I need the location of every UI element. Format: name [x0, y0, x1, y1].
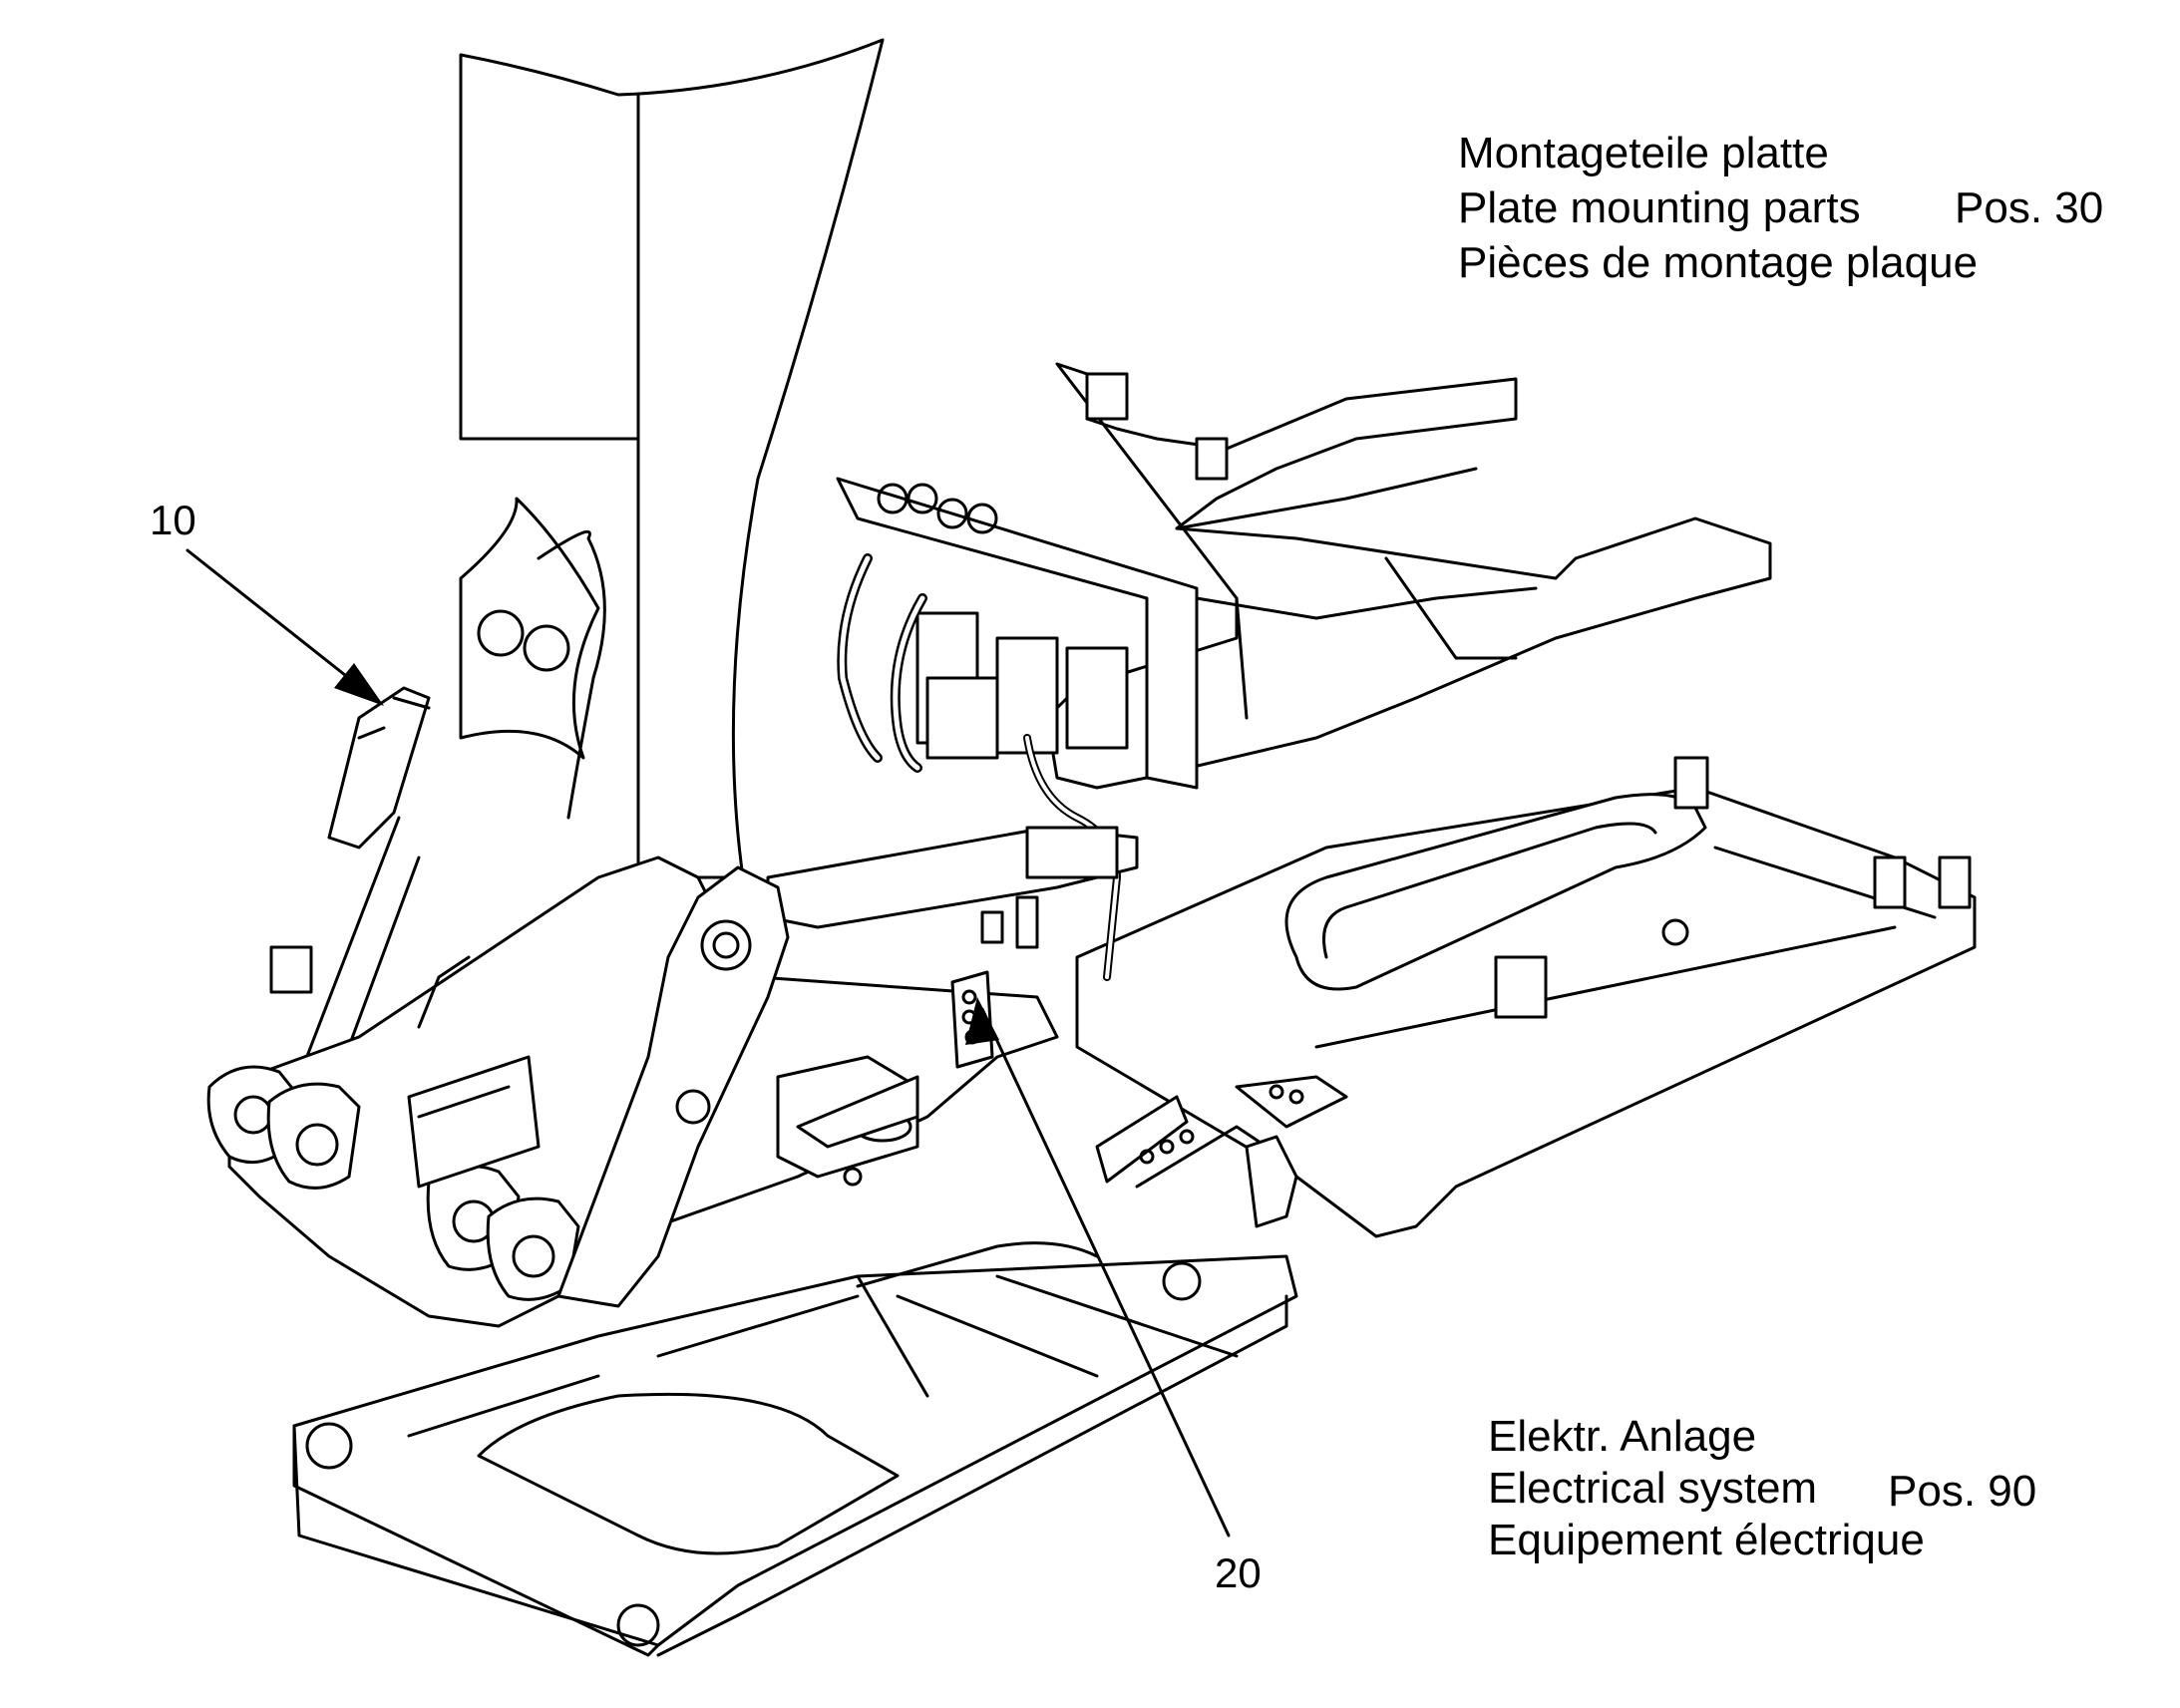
- callout-pos10: 10: [150, 497, 196, 543]
- main-chassis: [206, 855, 1059, 1328]
- electrical-note-en: Electrical system: [1488, 1464, 1818, 1513]
- electrical-bracket: [950, 970, 1348, 1228]
- right-platform: [1075, 756, 1977, 1238]
- left-lever: [297, 686, 431, 1089]
- plate-note-pos: Pos. 30: [1955, 183, 2104, 232]
- plate-note-fr: Pièces de montage plaque: [1458, 238, 1979, 287]
- valve-block: [836, 477, 1199, 981]
- plate-note-de: Montageteile platte: [1458, 129, 1829, 177]
- plate-note-en: Plate mounting parts: [1458, 183, 1861, 232]
- boom-column: [459, 38, 885, 879]
- base-plate: [292, 1075, 1298, 1657]
- arrow-icon: [185, 548, 1231, 1537]
- electrical-note-pos: Pos. 90: [1888, 1467, 2037, 1516]
- rear-frame: [1045, 362, 1772, 790]
- callout-pos20: 20: [1215, 1549, 1262, 1596]
- cross-beam: [766, 826, 1139, 949]
- electrical-note-de: Elektr. Anlage: [1488, 1412, 1757, 1461]
- electrical-note-fr: Equipement électrique: [1488, 1516, 1925, 1564]
